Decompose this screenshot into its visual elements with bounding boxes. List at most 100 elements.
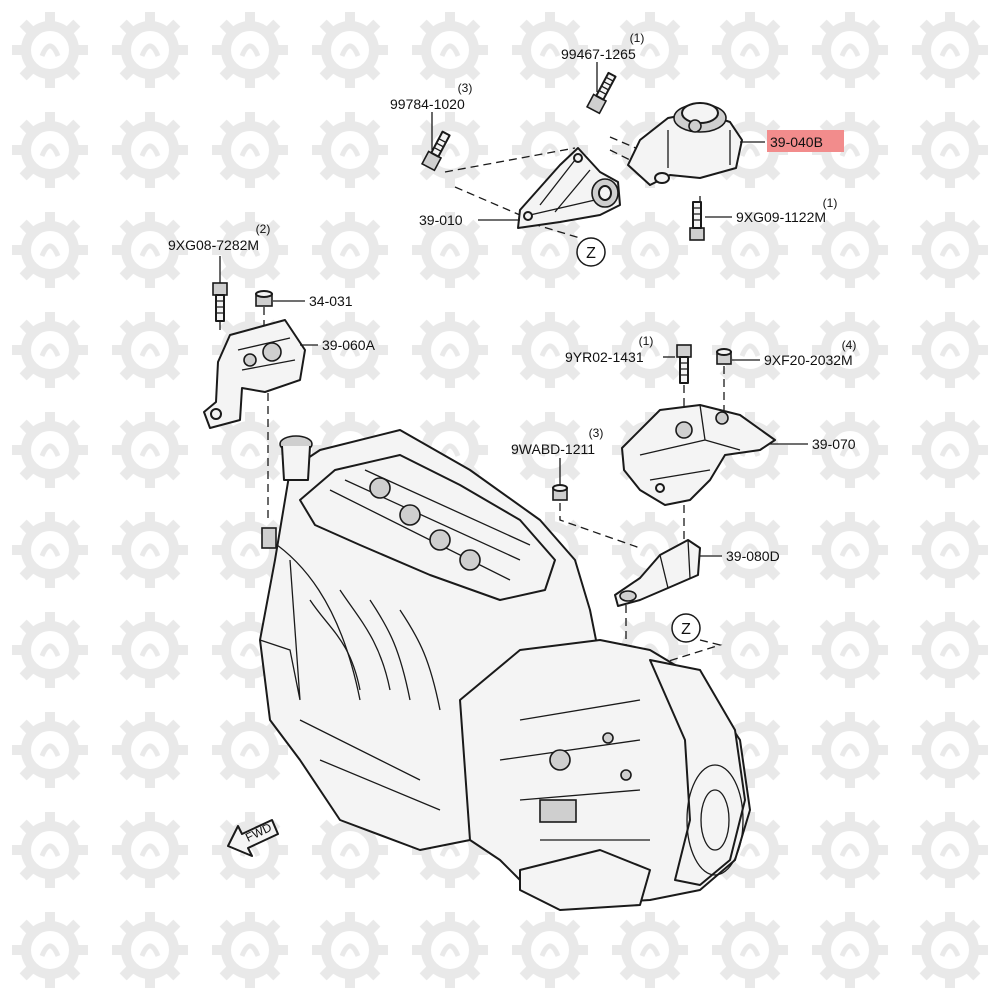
gear-watermark-icon [12, 712, 88, 788]
callout-9YR02-1431[interactable]: (1) 9YR02-1431 [565, 334, 653, 365]
gear-watermark-icon [912, 12, 988, 88]
gear-watermark-icon [12, 912, 88, 988]
part-39-070-mount [621, 404, 776, 506]
gear-watermark-icon [12, 612, 88, 688]
reference-marker-z-top[interactable]: Z [576, 237, 606, 267]
gear-watermark-icon [212, 412, 288, 488]
reference-marker-z-bottom[interactable]: Z [671, 613, 701, 643]
gear-watermark-icon [912, 812, 988, 888]
gear-watermark-icon [812, 712, 888, 788]
gear-watermark-icon [212, 12, 288, 88]
callout-39-070[interactable]: 39-070 [812, 436, 856, 452]
callout-9XG08-7282M[interactable]: (2) 9XG08-7282M [168, 222, 270, 253]
gear-watermark-icon [412, 912, 488, 988]
gear-watermark-icon [512, 912, 588, 988]
callout-39-060A[interactable]: 39-060A [322, 337, 376, 353]
gear-watermark-icon [812, 512, 888, 588]
callout-34-031[interactable]: 34-031 [309, 293, 353, 309]
callout-9XF20-2032M[interactable]: (4) 9XF20-2032M [764, 338, 856, 368]
gear-watermark-icon [112, 312, 188, 388]
gear-watermark-icon [312, 912, 388, 988]
callout-39-010[interactable]: 39-010 [419, 212, 463, 228]
gear-watermark-icon [612, 212, 688, 288]
callout-qty: (4) [842, 338, 857, 352]
gear-watermark-icon [12, 812, 88, 888]
part-39-010-bracket [517, 147, 621, 229]
gear-watermark-icon [112, 12, 188, 88]
gear-watermark-icon [512, 112, 588, 188]
callout-part-number: 39-070 [812, 436, 856, 452]
hex-nut-icon [255, 290, 273, 307]
callout-qty: (1) [639, 334, 654, 348]
hex-bolt-icon [212, 282, 228, 322]
callout-qty: (3) [589, 426, 604, 440]
gear-watermark-icon [812, 212, 888, 288]
gear-watermark-icon [212, 712, 288, 788]
gear-watermark-icon [12, 512, 88, 588]
gear-watermark-icon [812, 912, 888, 988]
callout-part-number: 9XG08-7282M [168, 237, 259, 253]
engine-transaxle-assembly [259, 429, 751, 911]
gear-watermark-icon [212, 912, 288, 988]
gear-watermark-icon [212, 212, 288, 288]
gear-watermark-icon [112, 912, 188, 988]
gear-watermark-icon [712, 512, 788, 588]
hex-bolt-icon [676, 344, 692, 384]
gear-watermark-icon [912, 112, 988, 188]
gear-watermark-icon [12, 112, 88, 188]
gear-watermark-icon [912, 212, 988, 288]
gear-watermark-icon [112, 112, 188, 188]
gear-watermark-icon [412, 12, 488, 88]
hex-bolt-icon [585, 71, 617, 115]
gear-watermark-icon [112, 212, 188, 288]
hex-nut-icon [552, 484, 568, 501]
callout-99784-1020[interactable]: (3) 99784-1020 [390, 81, 472, 112]
callout-part-number: 9WABD-1211 [511, 441, 595, 457]
gear-watermark-icon [912, 912, 988, 988]
gear-watermark-icon [312, 12, 388, 88]
gear-watermark-icon [912, 312, 988, 388]
gear-watermark-icon [112, 812, 188, 888]
gear-watermark-icon [812, 412, 888, 488]
callout-part-number: 39-010 [419, 212, 463, 228]
gear-watermark-icon [212, 112, 288, 188]
gear-watermark-icon [812, 812, 888, 888]
callout-9WABD-1211[interactable]: (3) 9WABD-1211 [511, 426, 603, 457]
callout-99467-1265[interactable]: (1) 99467-1265 [561, 31, 644, 62]
callout-part-number: 39-080D [726, 548, 780, 564]
gear-watermark-icon [812, 312, 888, 388]
gear-watermark-icon [712, 612, 788, 688]
gear-watermark-icon [112, 512, 188, 588]
callout-39-040B[interactable]: 39-040B [770, 134, 823, 150]
gear-watermark-icon [912, 612, 988, 688]
gear-watermark-icon [612, 12, 688, 88]
gear-watermark-icon [312, 212, 388, 288]
hex-bolt-icon [420, 130, 451, 172]
highlight-box [767, 130, 844, 152]
callout-part-number: 99467-1265 [561, 46, 636, 62]
hex-bolt-icon [689, 201, 705, 241]
gear-watermark-icon [412, 112, 488, 188]
callout-39-080D[interactable]: 39-080D [726, 548, 780, 564]
callout-qty: (1) [630, 31, 645, 45]
gear-watermark-icon [112, 712, 188, 788]
gear-watermark-icon [712, 12, 788, 88]
gear-watermark-icon [412, 312, 488, 388]
gear-watermark-icon [512, 312, 588, 388]
gear-watermark-icon [812, 12, 888, 88]
callout-part-number: 39-060A [322, 337, 376, 353]
gear-watermark-icon [412, 212, 488, 288]
gear-watermark-icon [12, 12, 88, 88]
gear-watermark-icon [912, 512, 988, 588]
gear-watermark-icon [912, 712, 988, 788]
part-39-060A-mount [203, 319, 306, 429]
gear-watermark-icon [712, 212, 788, 288]
callout-qty: (2) [256, 222, 271, 236]
gear-watermark-icon [812, 612, 888, 688]
gear-watermark-icon [12, 212, 88, 288]
gear-watermark-icon [512, 12, 588, 88]
gear-watermark-icon [12, 312, 88, 388]
fwd-arrow-icon: FWD [227, 819, 279, 857]
callout-part-number: 39-040B [770, 134, 823, 150]
callout-9XG09-1122M[interactable]: (1) 9XG09-1122M [736, 196, 837, 225]
